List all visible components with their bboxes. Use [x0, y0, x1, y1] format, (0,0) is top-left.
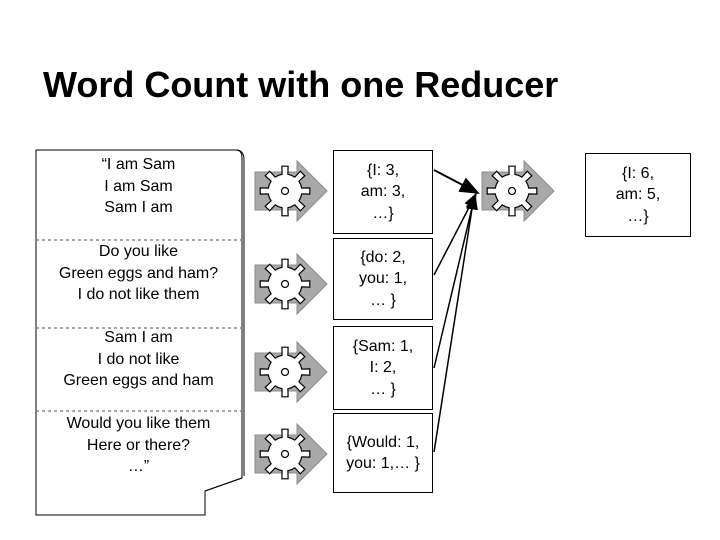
map-output-line: {Would: 1, [346, 433, 420, 451]
map-output-2: {do: 2, you: 1, … } [333, 238, 433, 320]
map-output-line: you: 1,… } [346, 455, 420, 472]
split-line: Here or there? [86, 436, 191, 454]
input-split-2: Do you like Green eggs and ham? I do not… [36, 241, 241, 306]
gear-arrow-icon [254, 159, 328, 223]
split-line: Green eggs and ham [63, 372, 214, 389]
gear-arrow-icon [254, 340, 328, 404]
map-output-line: {do: 2, [360, 248, 406, 266]
reduce-output-line: {I: 6, [621, 164, 655, 182]
map-output-line: am: 3, [360, 183, 406, 201]
arrow-map1-to-reducer [433, 169, 480, 194]
map-output-line: {Sam: 1, [352, 337, 414, 355]
gear-arrow-icon [254, 252, 328, 316]
map-output-3: {Sam: 1, I: 2, … } [333, 326, 433, 410]
page-title: Word Count with one Reducer [43, 64, 559, 105]
arrow-map3-to-reducer [433, 193, 478, 369]
input-split-1: “I am Sam I am Sam Sam I am [36, 154, 241, 219]
split-line: Sam I am [104, 329, 173, 346]
split-line: “I am Sam [101, 156, 176, 173]
reduce-output-line: …} [627, 207, 649, 225]
map-output-1: {I: 3, am: 3, …} [333, 150, 433, 234]
input-split-3: Sam I am I do not like Green eggs and ha… [36, 327, 241, 392]
arrow-map4-to-reducer [433, 194, 478, 453]
split-line: Green eggs and ham? [58, 264, 219, 282]
map-output-line: {I: 3, [366, 161, 400, 179]
reduce-output: {I: 6, am: 5, …} [585, 153, 691, 237]
reduce-output-line: am: 5, [615, 186, 661, 204]
split-line: I do not like them [77, 286, 200, 303]
map-output-line: … } [370, 380, 396, 398]
split-line: Sam I am [104, 199, 173, 216]
map-output-line: I: 2, [369, 359, 397, 377]
split-line: Would you like them [66, 415, 211, 432]
map-output-line: … } [370, 291, 396, 309]
map-output-4: {Would: 1, you: 1,… } [333, 413, 433, 493]
split-line: Do you like [98, 243, 179, 260]
input-split-4: Would you like them Here or there? …” [36, 413, 241, 478]
gear-arrow-icon [481, 159, 555, 223]
split-line: I am Sam [104, 177, 173, 195]
split-line: I do not like [97, 350, 180, 368]
arrow-map2-to-reducer [433, 192, 477, 276]
split-line: …” [127, 458, 150, 475]
gear-arrow-icon [254, 422, 328, 486]
map-output-line: you: 1, [358, 270, 408, 288]
map-output-line: …} [372, 204, 394, 222]
